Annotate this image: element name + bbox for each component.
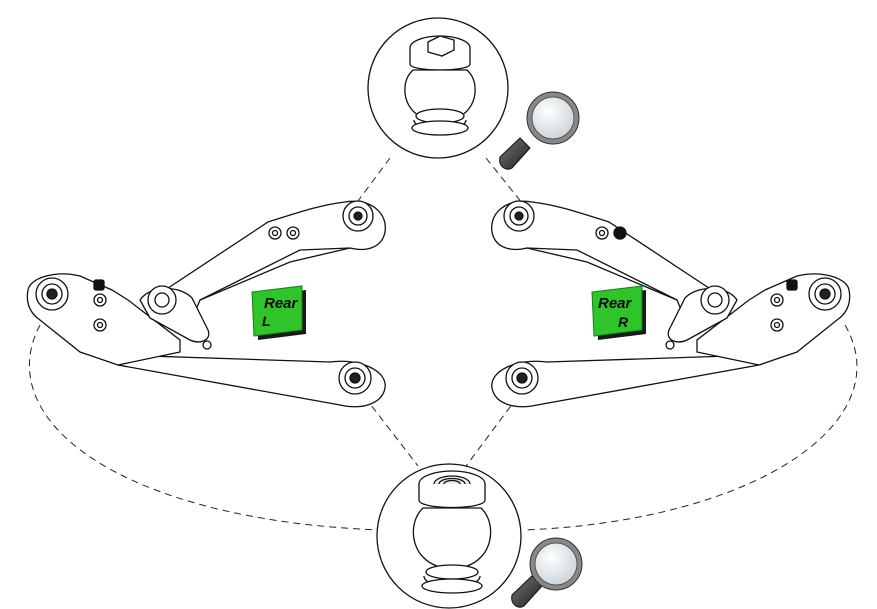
left-upper-link <box>148 200 386 313</box>
magnifier-icon <box>499 91 580 170</box>
rear-right-badge-face <box>591 285 643 337</box>
rear-left-badge: Rear L <box>251 285 306 340</box>
leader-top-right <box>485 157 523 204</box>
left-top-bearing <box>342 200 374 232</box>
ball-stud-threaded <box>412 470 492 594</box>
rear-right-badge: Rear R <box>591 285 646 340</box>
rear-left-badge-face <box>251 285 303 337</box>
rear-left-badge-line1: Rear <box>264 295 299 312</box>
left-bottom-bearing <box>338 361 372 395</box>
leader-outer-left <box>29 324 381 531</box>
leader-outer-right <box>524 324 858 531</box>
leader-top-left <box>354 157 391 206</box>
magnifier-icon <box>511 537 583 608</box>
bottom-detail-view <box>376 463 522 609</box>
ball-stud-hex <box>404 35 476 136</box>
rear-right-arm <box>491 200 851 408</box>
rear-right-badge-line2: R <box>618 314 629 330</box>
left-lower-link <box>77 333 386 408</box>
rear-left-badge-line2: L <box>262 313 271 329</box>
top-detail-view <box>367 17 509 159</box>
rear-left-arm <box>26 200 386 408</box>
left-outer-bearing <box>35 277 69 311</box>
rear-right-badge-line1: Rear <box>598 295 633 312</box>
